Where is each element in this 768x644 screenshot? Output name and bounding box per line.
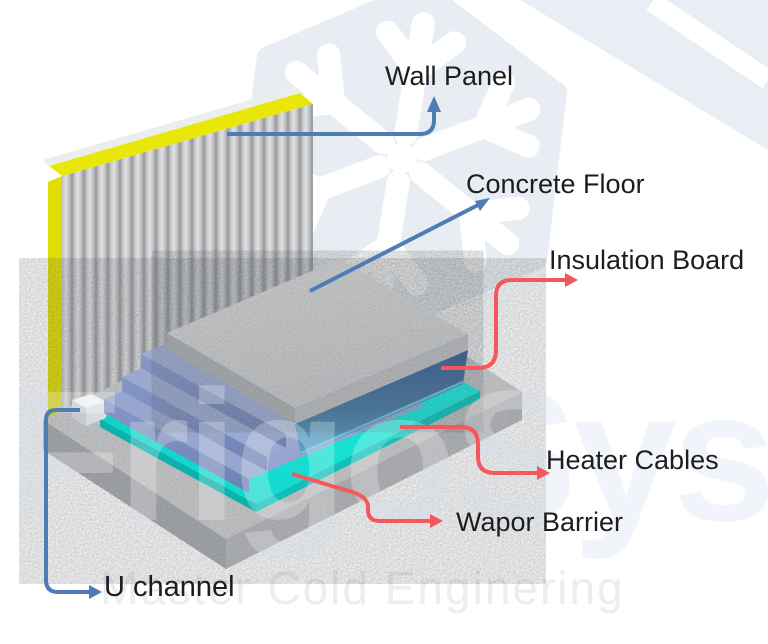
wall-panel-side-core: [48, 176, 62, 431]
concrete-floor-slab: [167, 259, 468, 424]
heater-cables-label: Heater Cables: [546, 445, 719, 475]
wall-panel-arrow: [227, 96, 441, 136]
insulation-board-arrow: [441, 273, 578, 370]
heater-cables-arrow: [400, 425, 550, 480]
concrete-floor-arrow: [309, 198, 490, 293]
u-channel-label: U channel: [104, 571, 235, 603]
vapor-barrier-label: Wapor Barrier: [456, 507, 624, 537]
u-channel-arrow: [44, 408, 102, 599]
wall-panel-top-core: [49, 93, 313, 176]
vapor-barrier-arrow: [291, 472, 443, 528]
callout-arrows: [44, 96, 578, 599]
concrete-floor-label: Concrete Floor: [466, 169, 645, 199]
insulation-board-label: Insulation Board: [549, 245, 745, 275]
insulation-side-face: [295, 350, 468, 455]
brand-watermark-overlay: FrigoSys: [8, 353, 768, 560]
u-channel-graphic: [72, 394, 106, 426]
tagline-watermark: Master Cold Enginering: [100, 562, 625, 614]
wall-panel-label: Wall Panel: [385, 61, 514, 91]
